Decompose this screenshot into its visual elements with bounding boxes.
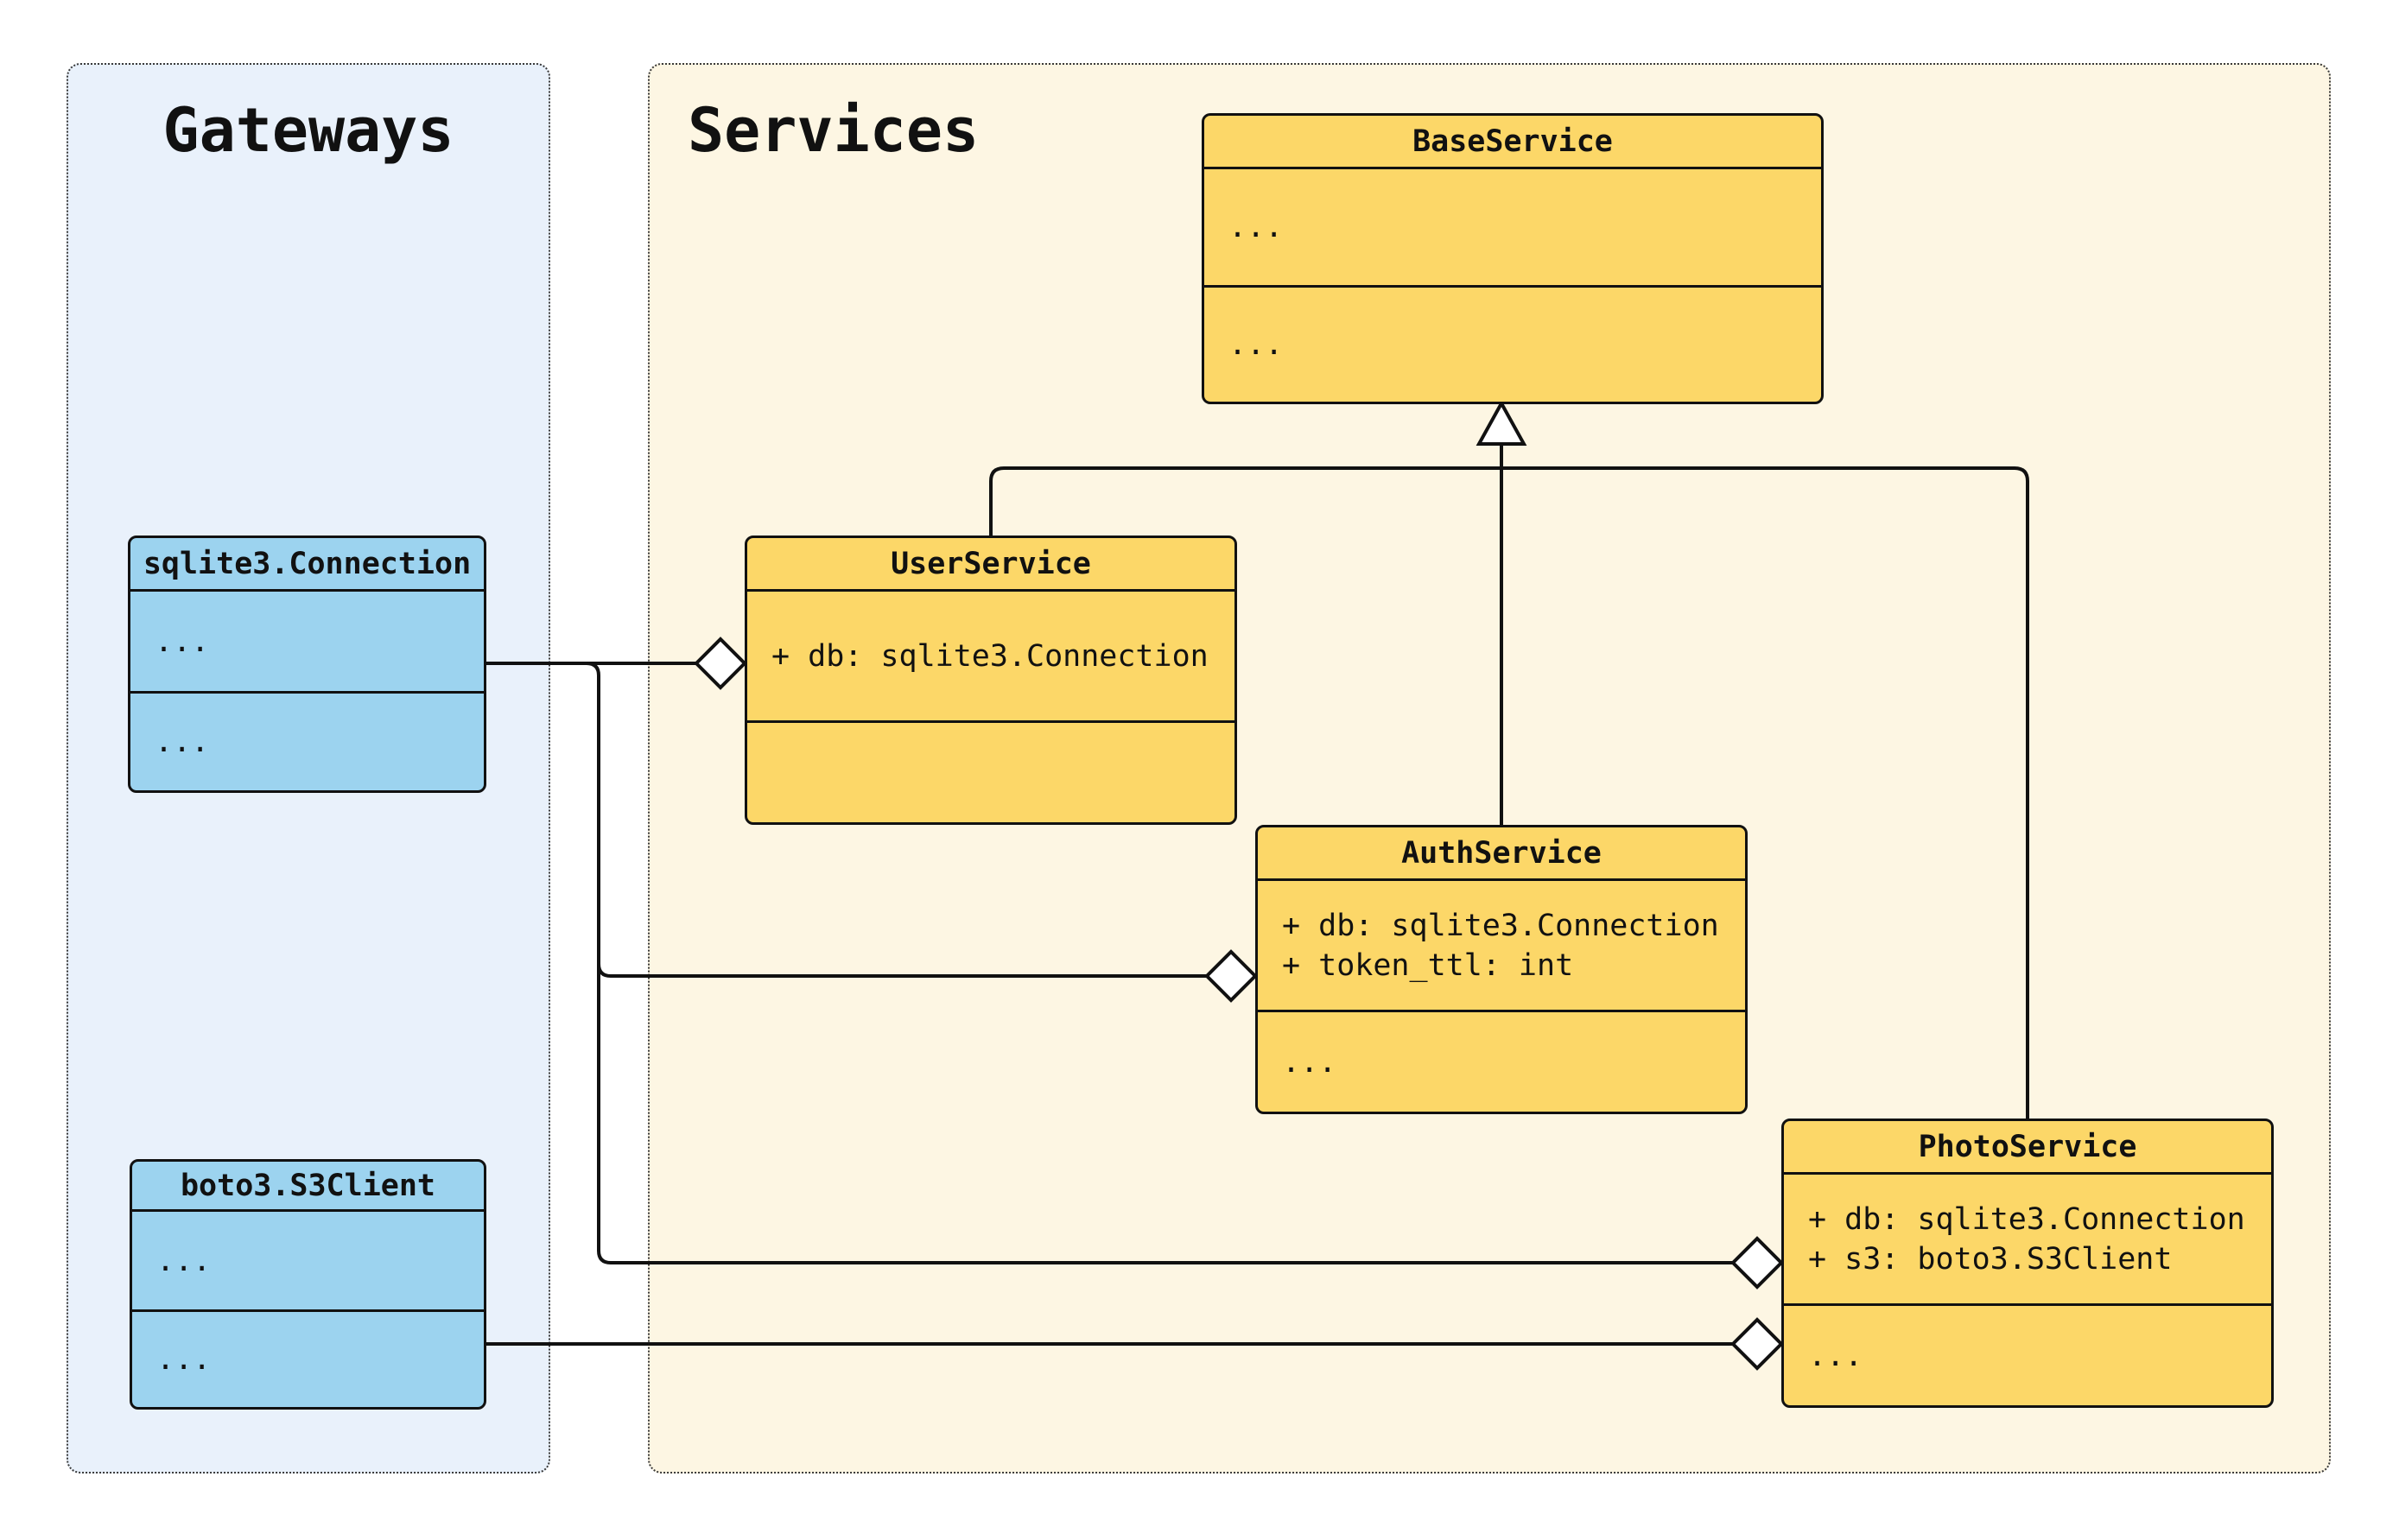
method-line: ... — [155, 725, 210, 759]
gateways-panel-title: Gateways — [162, 95, 454, 166]
method-line: ... — [156, 1342, 212, 1377]
attribute-line: + db: sqlite3.Connection — [1282, 908, 1719, 943]
class-methods: ... — [1784, 1306, 2271, 1405]
class-box-baseservice: BaseService ... ... — [1202, 113, 1824, 404]
class-box-userservice: UserService + db: sqlite3.Connection — [745, 536, 1237, 825]
class-attributes: ... — [132, 1212, 484, 1312]
attribute-line: + db: sqlite3.Connection — [1808, 1201, 2245, 1237]
class-title: boto3.S3Client — [132, 1162, 484, 1212]
class-title: UserService — [747, 538, 1234, 592]
class-title: BaseService — [1204, 116, 1821, 169]
method-line: ... — [1228, 327, 1284, 362]
class-title: AuthService — [1258, 827, 1745, 881]
class-methods: ... — [132, 1312, 484, 1407]
attribute-line: + db: sqlite3.Connection — [771, 638, 1209, 674]
class-methods: ... — [1204, 288, 1821, 402]
class-methods: ... — [1258, 1012, 1745, 1112]
class-title: PhotoService — [1784, 1121, 2271, 1175]
class-methods — [747, 723, 1234, 822]
attribute-line: + token_ttl: int — [1282, 947, 1574, 983]
class-attributes: + db: sqlite3.Connection + token_ttl: in… — [1258, 881, 1745, 1012]
class-attributes: ... — [130, 592, 484, 694]
class-box-photoservice: PhotoService + db: sqlite3.Connection + … — [1781, 1119, 2274, 1408]
class-box-authservice: AuthService + db: sqlite3.Connection + t… — [1255, 825, 1748, 1114]
attribute-line: ... — [1228, 210, 1284, 244]
class-methods: ... — [130, 694, 484, 790]
class-box-sqlite3-connection: sqlite3.Connection ... ... — [128, 536, 486, 793]
attribute-line: + s3: boto3.S3Client — [1808, 1241, 2173, 1277]
method-line: ... — [1282, 1044, 1337, 1080]
class-attributes: + db: sqlite3.Connection — [747, 592, 1234, 723]
class-box-boto3-s3client: boto3.S3Client ... ... — [130, 1159, 486, 1410]
class-attributes: ... — [1204, 169, 1821, 288]
attribute-line: ... — [156, 1243, 212, 1278]
services-panel-title: Services — [688, 95, 980, 166]
method-line: ... — [1808, 1338, 1863, 1373]
attribute-line: ... — [155, 624, 210, 659]
class-attributes: + db: sqlite3.Connection + s3: boto3.S3C… — [1784, 1175, 2271, 1306]
class-title: sqlite3.Connection — [130, 538, 484, 592]
